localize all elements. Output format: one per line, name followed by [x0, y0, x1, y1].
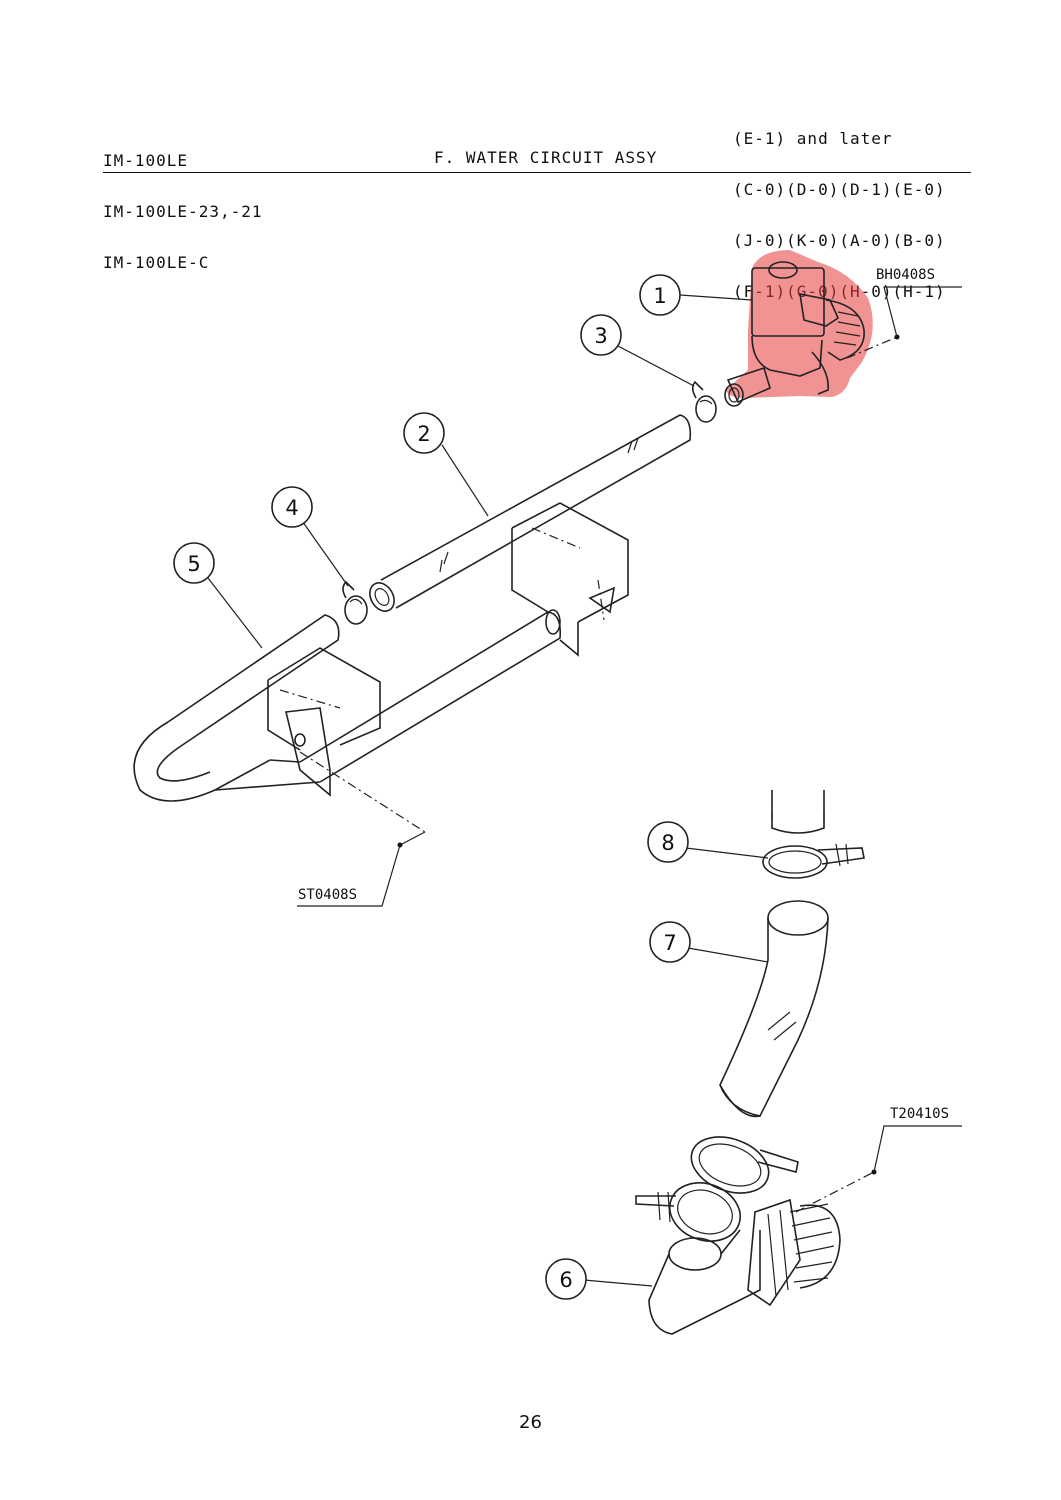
model-line: IM-100LE [103, 151, 189, 170]
valve-nozzle-inner [728, 387, 740, 403]
valve-nozzle [726, 366, 771, 404]
svg-text:4: 4 [285, 496, 298, 520]
callout-3: 3 [580, 314, 622, 356]
svg-text:1: 1 [653, 284, 666, 308]
header-rule [103, 172, 971, 173]
elbow-fitting-6[interactable] [648, 1198, 841, 1335]
model-list: IM-100LE IM-100LE-23,-21 IM-100LE-C [103, 118, 263, 288]
clamp-8[interactable] [762, 843, 865, 879]
valve-outlet-side [811, 351, 829, 395]
valve-nozzle-opening [724, 383, 744, 407]
valve-bracket [799, 292, 840, 327]
callout-2: 2 [403, 412, 445, 454]
model-line: IM-100LE-C [103, 253, 210, 272]
tube-2[interactable] [365, 414, 692, 615]
valve-lower [751, 335, 823, 377]
screw-code-bh: BH0408S [876, 267, 935, 283]
screw-t-callout: T20410S [795, 1106, 962, 1213]
svg-text:3: 3 [594, 324, 607, 348]
model-line: IM-100LE-23,-21 [103, 202, 263, 221]
clip-3[interactable] [691, 380, 717, 423]
svg-text:7: 7 [663, 931, 676, 955]
code-line: (E-1) and later [733, 129, 893, 148]
svg-text:5: 5 [187, 552, 200, 576]
screw-st-callout: ST0408S [297, 751, 426, 907]
callout-1: 1 [639, 274, 681, 316]
callout-6: 6 [545, 1258, 587, 1300]
callout-7: 7 [649, 921, 691, 963]
pipe-assembly-5[interactable] [133, 502, 629, 802]
callout-4: 4 [271, 486, 313, 528]
valve-cap [768, 261, 798, 279]
svg-text:2: 2 [417, 422, 430, 446]
valve-thread [833, 311, 861, 346]
clamp-6-upper[interactable] [684, 1127, 799, 1203]
code-line: (J-0)(K-0)(A-0)(B-0) [733, 231, 946, 250]
drain-stub [771, 790, 825, 834]
screw-code-st: ST0408S [298, 887, 357, 903]
screw-code-t: T20410S [890, 1106, 949, 1122]
valve-body [751, 267, 825, 337]
screw-bh-callout: BH0408S [846, 267, 962, 359]
page-number: 26 [519, 1412, 542, 1433]
callout-8: 8 [647, 821, 689, 863]
leader-lines [207, 294, 769, 1287]
code-line: (C-0)(D-0)(D-1)(E-0) [733, 180, 946, 199]
svg-text:8: 8 [661, 831, 674, 855]
clip-4[interactable] [342, 580, 368, 625]
valve-coil [825, 299, 865, 361]
water-valve[interactable] [724, 250, 873, 407]
callout-5: 5 [173, 542, 215, 584]
valve-highlight [726, 250, 873, 398]
page-title: F. WATER CIRCUIT ASSY [434, 148, 658, 167]
svg-text:6: 6 [559, 1268, 572, 1292]
hose-7[interactable] [719, 900, 829, 1118]
